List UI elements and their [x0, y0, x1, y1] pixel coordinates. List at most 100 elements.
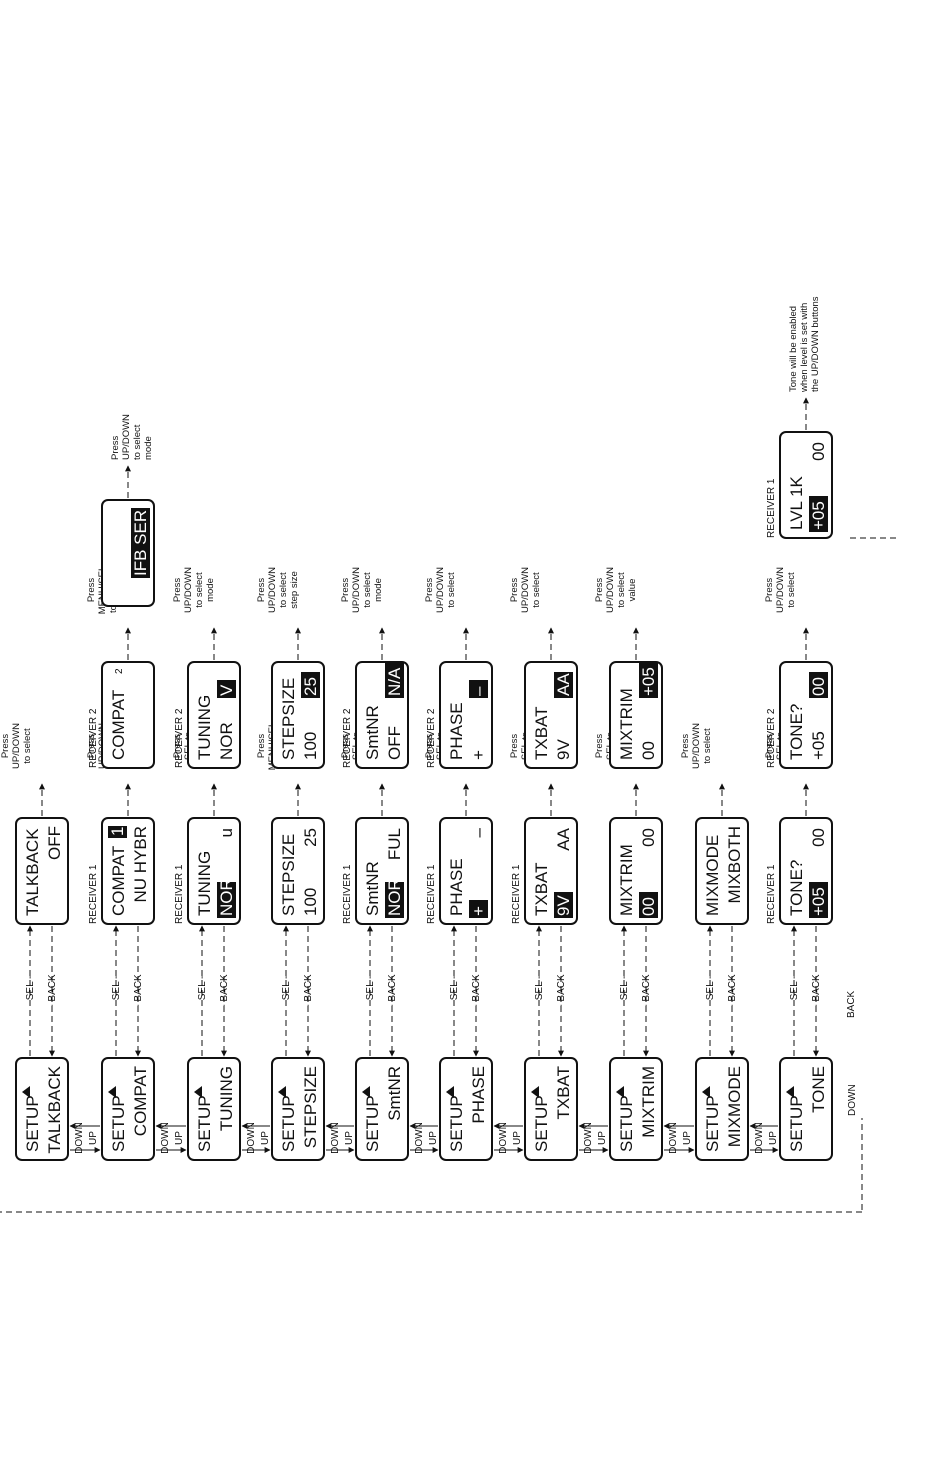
setup-line-2: TXBAT	[554, 1066, 573, 1120]
setup-screen-frame	[15, 1057, 69, 1161]
up-triangle-icon	[108, 1086, 116, 1098]
up-triangle-icon	[22, 1086, 30, 1098]
screen-line-1: MIXTRIM	[617, 688, 636, 760]
sel-label: - SEL -	[25, 976, 36, 1007]
setup-line-2: SmtNR	[385, 1066, 404, 1121]
receiver-label: RECEIVER 1	[88, 864, 99, 924]
back-label: - BACK	[641, 974, 652, 1008]
note-text: UP/DOWN	[520, 567, 531, 613]
down-label: DOWN	[583, 1122, 594, 1154]
receiver-label: RECEIVER 2	[174, 708, 185, 768]
setup-line-2: MIXMODE	[725, 1066, 744, 1147]
screen-line-1: MIXTRIM	[617, 844, 636, 916]
up-triangle-icon	[702, 1086, 710, 1098]
screen-line-1: PHASE	[447, 858, 466, 916]
note-text: Press	[0, 734, 11, 759]
value-left: 100	[301, 888, 320, 916]
up-triangle-icon	[786, 1086, 794, 1098]
value-right: FUL	[385, 828, 404, 860]
back-label: - BACK	[133, 974, 144, 1008]
note-text: to select	[278, 572, 289, 608]
note-text: UP/DOWN	[435, 567, 446, 613]
down-label: DOWN	[414, 1122, 425, 1154]
value-left: +05	[809, 731, 828, 760]
setup-line-1: SETUP	[532, 1095, 551, 1152]
note-text: to select	[531, 572, 542, 608]
up-triangle-icon	[278, 1086, 286, 1098]
receiver-badge-highlight	[108, 826, 127, 838]
value-right: 00	[809, 828, 828, 847]
receiver-label: RECEIVER 1	[511, 864, 522, 924]
setup-line-1: SETUP	[109, 1095, 128, 1152]
screen-frame	[15, 817, 69, 925]
value-left-highlight	[639, 892, 658, 918]
note-text: step size	[289, 571, 300, 609]
down-label: DOWN	[160, 1122, 171, 1154]
screen-frame	[101, 817, 155, 925]
note-text: Press	[340, 734, 351, 759]
sel-label: - SEL -	[365, 976, 376, 1007]
setup-line-1: SETUP	[195, 1095, 214, 1152]
value-left: +05	[809, 887, 828, 916]
note-text: Press	[256, 734, 267, 759]
value-right-highlight	[809, 672, 828, 698]
screen-frame	[695, 817, 749, 925]
up-triangle-icon	[362, 1086, 370, 1098]
receiver-label: RECEIVER 1	[426, 864, 437, 924]
receiver-screen-r3: IFB SER	[101, 499, 155, 607]
note-text: UP/DOWN	[11, 723, 22, 769]
screen-line-1: COMPAT	[109, 690, 128, 760]
note-text: Press	[172, 578, 183, 603]
down-bottom-label: DOWN	[847, 1084, 858, 1116]
screen-line-1: TONE?	[787, 860, 806, 916]
back-label: - BACK	[471, 974, 482, 1008]
note-text: UP/DOWN	[121, 414, 132, 460]
setup-line-1: SETUP	[447, 1095, 466, 1152]
value-right: –	[469, 827, 488, 837]
screen-line-1: TALKBACK	[23, 828, 42, 916]
receiver-badge: 1	[108, 827, 127, 836]
setup-line-1: SETUP	[279, 1095, 298, 1152]
value-right: AA	[554, 827, 573, 850]
setup-line-1: SETUP	[787, 1095, 806, 1152]
value-right-highlight	[554, 672, 573, 698]
value-right: N/A	[385, 667, 404, 696]
screen-line-2-highlight	[131, 508, 150, 578]
value-left: 00	[639, 897, 658, 916]
note-text: value	[627, 579, 638, 602]
back-label: - BACK	[47, 974, 58, 1008]
value-left: +05	[809, 501, 828, 530]
setup-line-1: SETUP	[23, 1095, 42, 1152]
value-left: OFF	[385, 726, 404, 760]
value-left: NOR	[217, 878, 236, 916]
screen-line-1: TONE?	[787, 704, 806, 760]
down-label: DOWN	[668, 1122, 679, 1154]
up-label: UP	[174, 1131, 185, 1145]
note-text: UP/DOWN	[267, 567, 278, 613]
back-label: - BACK	[811, 974, 822, 1008]
value-right: 00	[809, 442, 828, 461]
receiver-label: RECEIVER 2	[426, 708, 437, 768]
screen-line-1: COMPAT	[109, 846, 128, 916]
sel-label: - SEL -	[619, 976, 630, 1007]
up-triangle-icon	[194, 1086, 202, 1098]
up-label: UP	[428, 1131, 439, 1145]
up-label: UP	[768, 1131, 779, 1145]
note-text: Press	[172, 734, 183, 759]
